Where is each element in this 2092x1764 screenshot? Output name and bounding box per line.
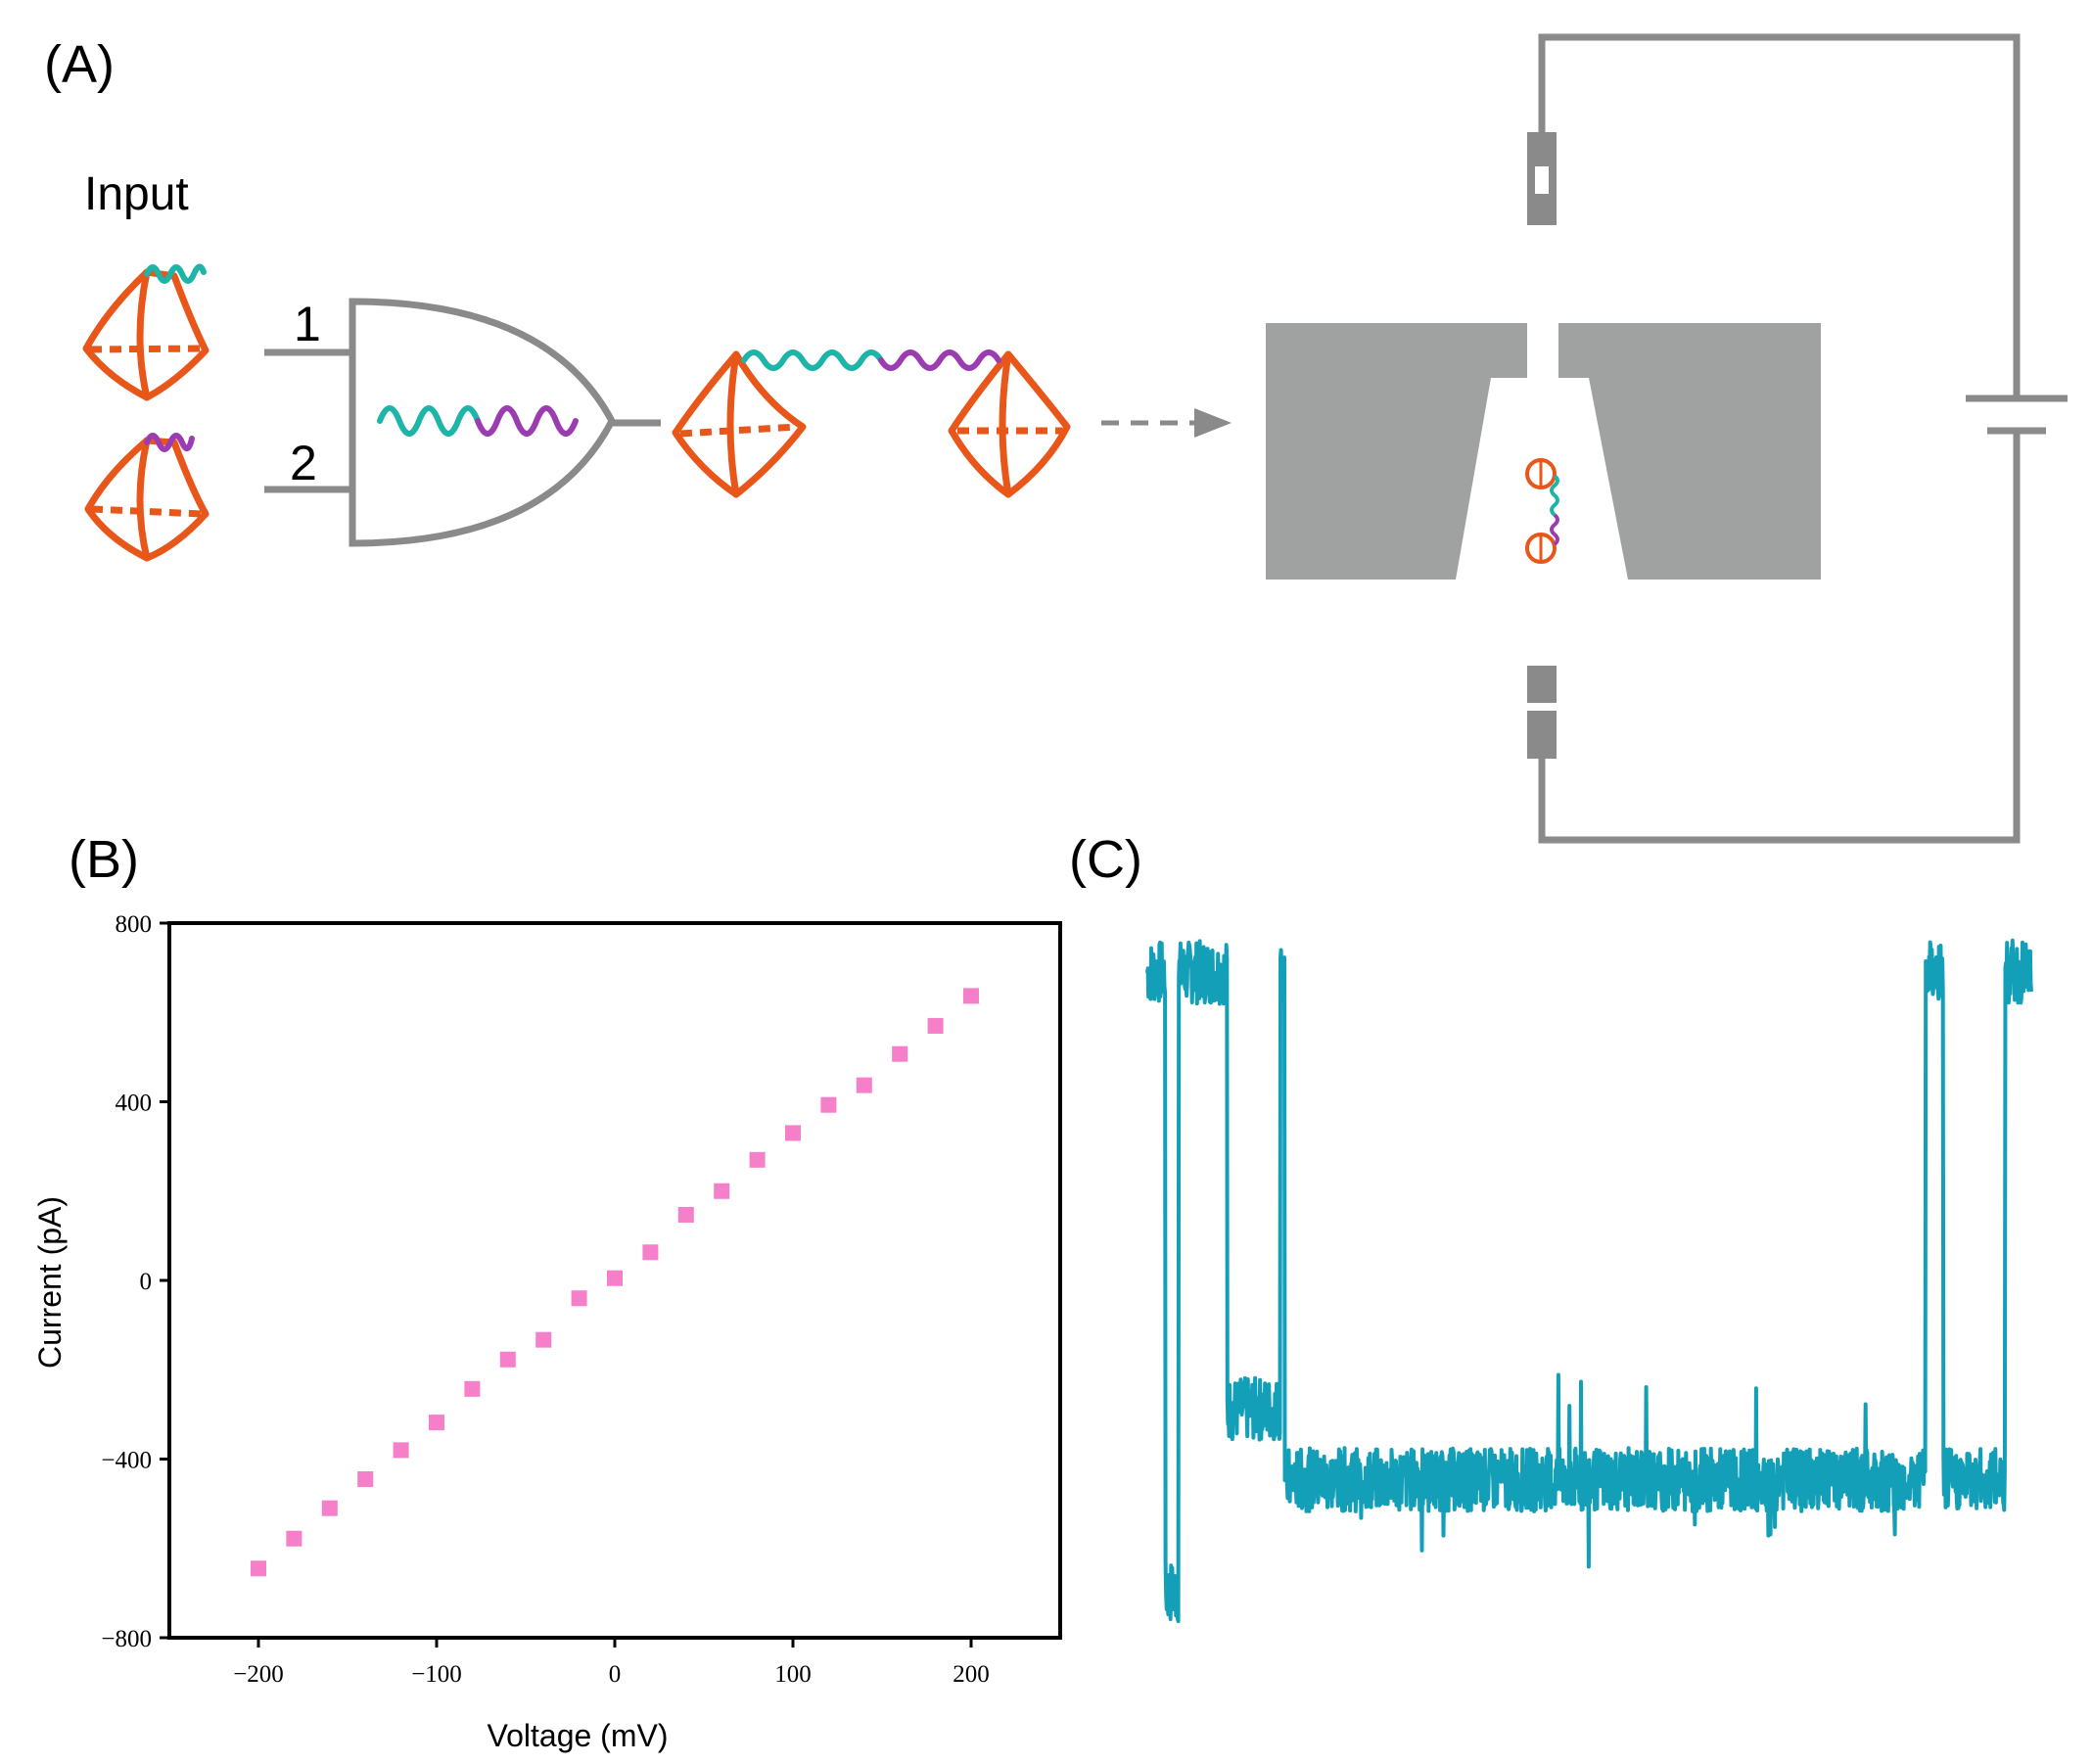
circuit xyxy=(1527,33,2068,844)
y-tick-label: −400 xyxy=(101,1448,152,1474)
data-point xyxy=(393,1442,409,1459)
input-origami-2 xyxy=(84,433,209,562)
data-point xyxy=(321,1500,338,1516)
data-point xyxy=(251,1560,266,1577)
data-point xyxy=(357,1471,374,1488)
dashed-arrow xyxy=(1101,408,1232,438)
current-trace xyxy=(1145,938,2033,1624)
data-point xyxy=(856,1077,872,1093)
y-tick-label: 400 xyxy=(116,1091,153,1117)
panel-a-label: (A) xyxy=(44,35,115,94)
data-point xyxy=(571,1290,587,1307)
gate-input-2-label: 2 xyxy=(290,436,317,490)
data-point xyxy=(714,1183,730,1199)
x-axis-title: Voltage (mV) xyxy=(488,1718,669,1753)
data-point xyxy=(820,1096,837,1113)
data-point xyxy=(286,1530,302,1547)
data-point xyxy=(499,1351,516,1368)
data-series xyxy=(251,988,979,1577)
panel-b-label: (B) xyxy=(69,830,139,889)
y-axis: −800 −400 0 400 800 xyxy=(101,911,169,1652)
data-point xyxy=(963,988,979,1004)
dimer-in-pore xyxy=(1525,458,1559,564)
data-point xyxy=(677,1206,694,1223)
y-axis-title: Current (pA) xyxy=(32,1196,68,1369)
data-point xyxy=(464,1380,481,1397)
and-gate xyxy=(264,298,661,547)
data-point xyxy=(429,1415,444,1431)
gate-input-1-label: 1 xyxy=(294,297,321,351)
nanopore-membrane xyxy=(1266,323,1821,580)
iv-chart: −200 −100 0 100 200 −800 −400 0 400 800 Voltage … xyxy=(32,911,1062,1753)
y-tick-label: 800 xyxy=(116,911,153,938)
x-tick-label: −200 xyxy=(233,1661,284,1688)
x-tick-label: 200 xyxy=(953,1661,990,1688)
input-label: Input xyxy=(84,168,189,220)
panel-c-label: (C) xyxy=(1069,830,1142,889)
data-point xyxy=(892,1045,908,1062)
x-axis: −200 −100 0 100 200 xyxy=(233,1638,990,1688)
y-tick-label: 0 xyxy=(140,1269,153,1295)
data-point xyxy=(749,1151,766,1168)
x-tick-label: 0 xyxy=(609,1661,622,1688)
data-point xyxy=(535,1331,552,1348)
data-point xyxy=(927,1017,944,1034)
data-point xyxy=(607,1270,623,1286)
x-tick-label: −100 xyxy=(411,1661,462,1688)
data-point xyxy=(642,1244,659,1261)
data-point xyxy=(785,1125,801,1141)
input-origami-1 xyxy=(82,263,209,401)
x-tick-label: 100 xyxy=(774,1661,812,1688)
output-origami-dimer xyxy=(672,349,1071,498)
y-tick-label: −800 xyxy=(101,1626,152,1652)
